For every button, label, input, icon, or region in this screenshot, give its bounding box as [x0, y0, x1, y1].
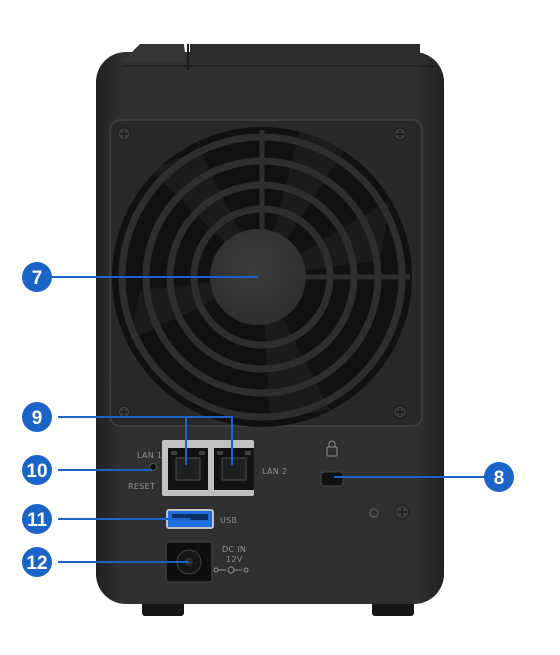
security-slot	[320, 471, 344, 487]
reset-button	[149, 463, 157, 471]
callout-9-line-b	[186, 416, 233, 465]
lock-icon	[326, 440, 338, 457]
svg-text:7: 7	[32, 268, 43, 289]
callout-7: 7	[22, 262, 52, 292]
callout-10: 10	[22, 455, 52, 485]
svg-text:12: 12	[26, 553, 47, 574]
svg-text:11: 11	[27, 510, 48, 531]
power-led	[369, 508, 379, 518]
dc-polarity-icon	[213, 566, 249, 574]
callout-12: 12	[22, 547, 52, 577]
svg-text:10: 10	[26, 461, 47, 482]
dc-in-label: DC IN	[222, 545, 246, 554]
svg-text:8: 8	[494, 468, 505, 489]
dc-voltage-label: 12V	[226, 555, 243, 564]
svg-text:9: 9	[32, 408, 43, 429]
lan2-label: LAN 2	[262, 467, 287, 476]
callout-11: 11	[22, 504, 52, 534]
chassis-top-lip	[122, 44, 186, 62]
usb-label: USB	[220, 516, 237, 525]
lan1-label: LAN 1	[137, 451, 162, 460]
callout-9: 9	[22, 402, 52, 432]
callout-8: 8	[484, 462, 514, 492]
reset-label: RESET	[128, 482, 155, 491]
